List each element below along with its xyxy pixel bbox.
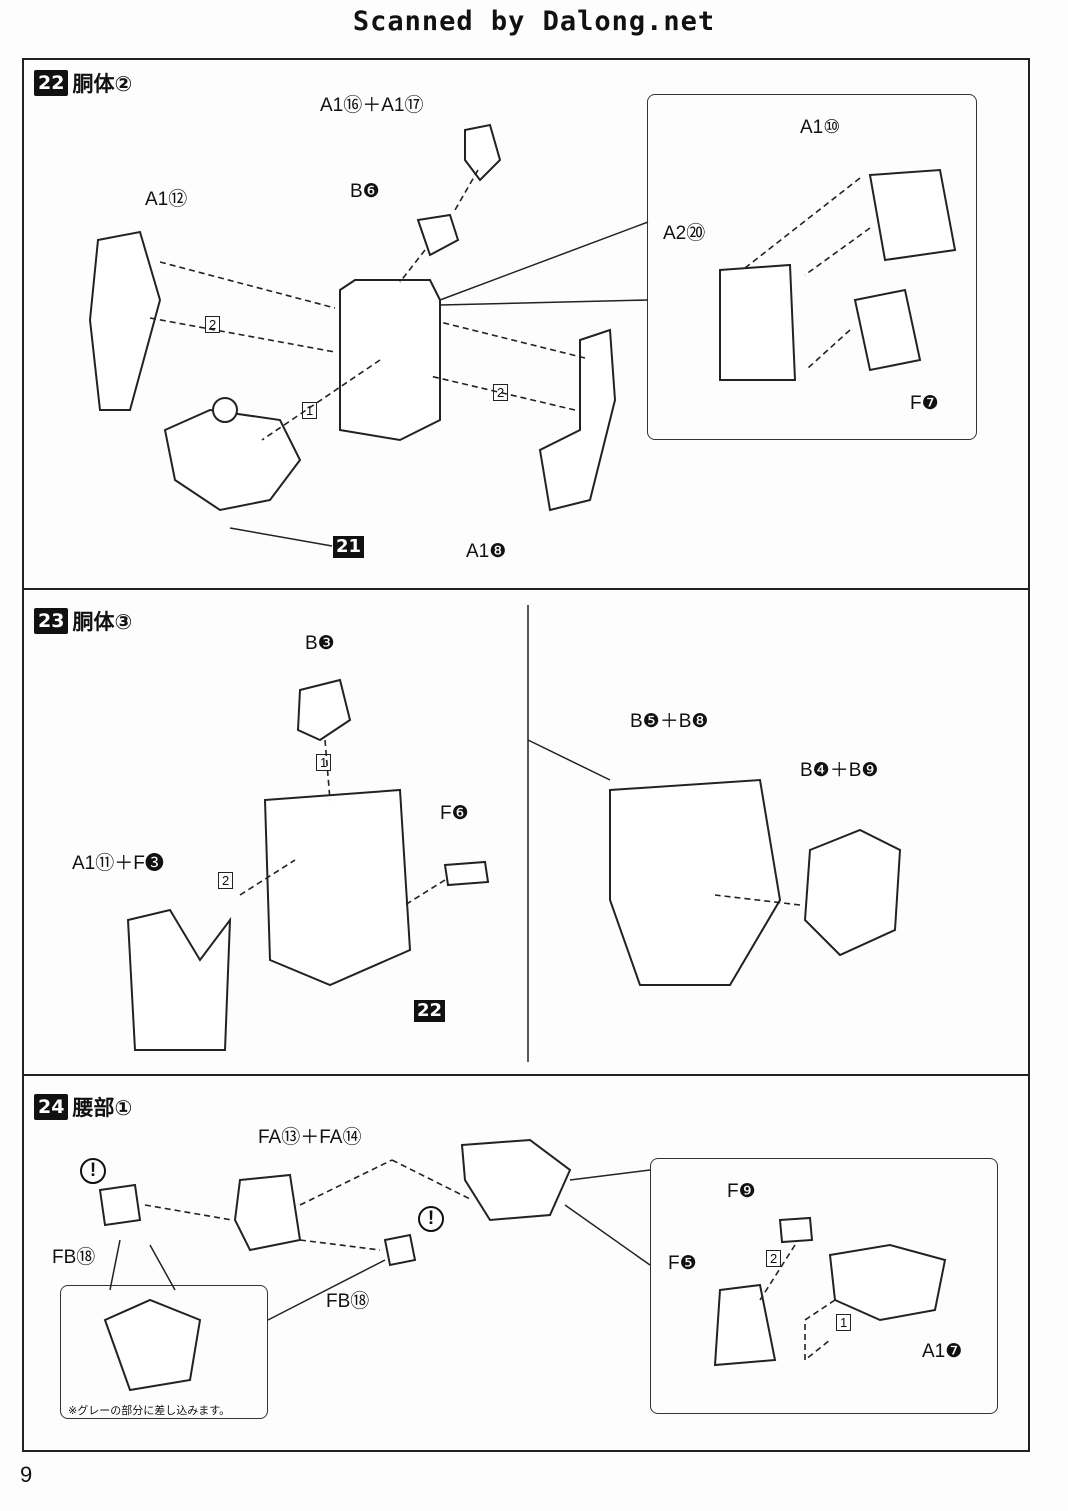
- detail-inset: [650, 1158, 998, 1414]
- part-label: F❺: [668, 1253, 697, 1274]
- detail-part-illustration: [103, 1298, 202, 1392]
- part-label: FA⑬＋FA⑭: [258, 1127, 362, 1148]
- part-label: A1❽: [466, 541, 507, 562]
- chest-armor-illustration: [126, 908, 232, 1051]
- step-title: 腰部①: [72, 1096, 133, 1120]
- inset-part-illustration: [778, 1216, 814, 1244]
- step-24-heading: 24 腰部①: [34, 1092, 132, 1122]
- part-label: A1⑪＋F❸: [72, 853, 164, 874]
- small-part-illustration: [416, 213, 460, 257]
- order-number: 2: [493, 384, 509, 401]
- small-part-illustration: [296, 678, 352, 742]
- part-label: FB⑱: [326, 1291, 370, 1312]
- inset-part-illustration: [828, 1243, 947, 1322]
- instruction-note: ※グレーの部分に差し込みます。: [68, 1404, 231, 1417]
- order-number: 1: [316, 754, 332, 771]
- order-number: 1: [836, 1314, 852, 1331]
- order-number: 1: [302, 402, 318, 419]
- waist-joint-illustration: [233, 1173, 302, 1252]
- part-label: B❻: [350, 181, 380, 202]
- ball-joint-illustration: [212, 397, 238, 423]
- part-label: F❼: [910, 393, 939, 414]
- step-number: 24: [34, 1094, 69, 1120]
- instruction-frame: [22, 58, 1030, 1452]
- step-number: 23: [34, 608, 69, 634]
- step-title: 胴体③: [72, 610, 133, 634]
- step-divider: [22, 1074, 1030, 1076]
- order-number: 2: [205, 316, 221, 333]
- small-part-illustration: [464, 123, 502, 182]
- part-label: FB⑱: [52, 1247, 96, 1268]
- detail-inset: [647, 94, 977, 440]
- side-armor-illustration: [538, 328, 617, 512]
- part-label: B❹＋B❾: [800, 760, 879, 781]
- part-label: A2⑳: [663, 223, 706, 244]
- caution-icon: !: [80, 1158, 106, 1184]
- part-label: A1⑫: [145, 189, 188, 210]
- side-armor-illustration: [88, 230, 162, 411]
- back-part-illustration: [803, 828, 902, 957]
- step-number: 22: [34, 70, 69, 96]
- frame-illustration: [163, 408, 302, 512]
- inset-part-illustration: [719, 263, 797, 381]
- small-part-illustration: [383, 1233, 417, 1267]
- step-reference: 22: [414, 1000, 446, 1022]
- step-title: 胴体②: [72, 72, 133, 96]
- small-part-illustration: [443, 860, 490, 887]
- step-22-heading: 22 胴体②: [34, 68, 132, 98]
- small-part-illustration: [98, 1183, 142, 1227]
- part-label: B❺＋B❽: [630, 711, 709, 732]
- detail-inset: [60, 1285, 268, 1419]
- order-number: 2: [218, 872, 234, 889]
- step-reference: 21: [333, 536, 365, 558]
- scan-credit-header: Scanned by Dalong.net: [352, 6, 716, 37]
- part-label: F❾: [727, 1181, 756, 1202]
- order-number: 2: [766, 1250, 782, 1267]
- torso-part-illustration: [339, 279, 441, 442]
- inset-part-illustration: [713, 1283, 777, 1367]
- step-23-heading: 23 胴体③: [34, 606, 132, 636]
- step-divider: [22, 588, 1030, 590]
- part-label: B❸: [305, 633, 335, 654]
- inset-part-illustration: [868, 168, 957, 262]
- inset-part-illustration: [853, 288, 922, 372]
- torso-assembly-illustration: [609, 778, 782, 986]
- part-label: A1⑩: [800, 117, 841, 138]
- part-label: F❻: [440, 803, 469, 824]
- part-label: A1⑯＋A1⑰: [320, 95, 424, 116]
- part-label: A1❼: [922, 1341, 963, 1362]
- caution-icon: !: [418, 1206, 444, 1232]
- page-number: 9: [20, 1462, 33, 1487]
- waist-part-illustration: [460, 1138, 572, 1222]
- torso-assembly-illustration: [263, 788, 412, 987]
